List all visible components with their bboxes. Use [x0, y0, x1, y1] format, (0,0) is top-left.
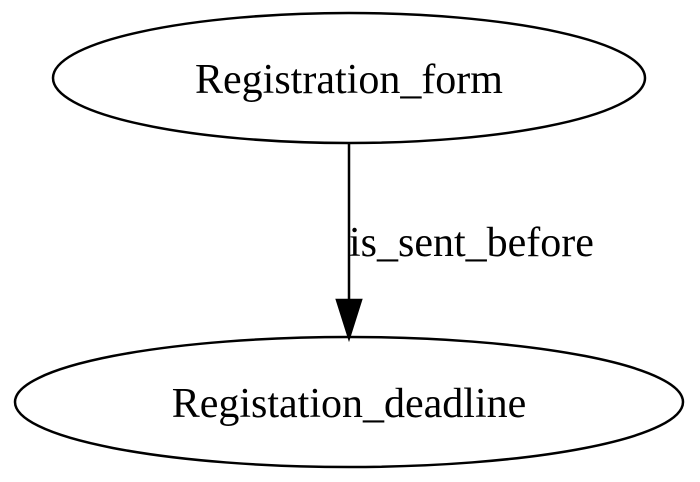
arrowhead-icon: [335, 298, 363, 343]
node-registration-form-shape: [51, 11, 647, 145]
node-registation-deadline: Registation_deadline: [13, 335, 685, 469]
edge-label: is_sent_before: [349, 220, 594, 266]
edge-is-sent-before: is_sent_before: [335, 144, 594, 343]
node-registration-form-label: Registration_form: [195, 57, 503, 103]
node-registration-form: Registration_form: [51, 11, 647, 145]
node-registation-deadline-shape: [13, 335, 685, 469]
node-registation-deadline-label: Registation_deadline: [172, 381, 527, 427]
